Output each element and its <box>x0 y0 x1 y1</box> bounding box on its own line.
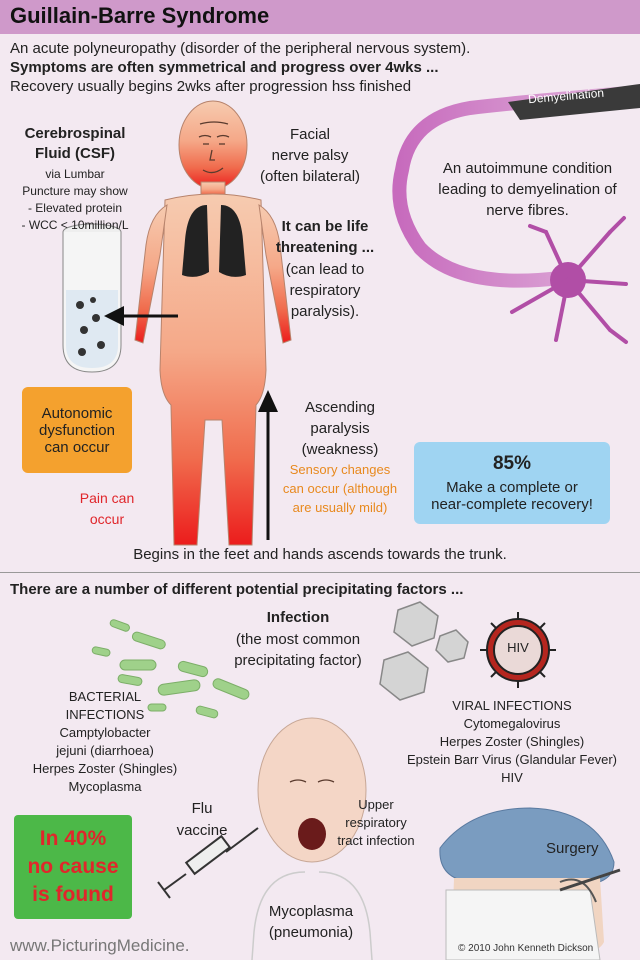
hiv-virus <box>480 612 556 688</box>
mycoplasma-line-1: Mycoplasma <box>268 903 354 920</box>
infection-line-3: precipitating factor) <box>234 652 362 669</box>
viral-item: Cytomegalovirus <box>463 716 561 731</box>
csf-line-2: Puncture may show <box>22 184 128 198</box>
bacterial-item: Herpes Zoster (Shingles) <box>32 761 178 776</box>
nerve-fibre <box>392 84 640 288</box>
bacteria <box>91 619 250 719</box>
threat-line-5: paralysis). <box>290 303 360 320</box>
csf-line-3: - Elevated protein <box>27 201 123 215</box>
facial-line-3: (often bilateral) <box>259 168 361 185</box>
threat-line-3: (can lead to <box>285 261 365 278</box>
footer-copyright: © 2010 John Kenneth Dickson <box>458 943 594 954</box>
recovery-box: 85% Make a complete or near-complete rec… <box>414 442 610 524</box>
bacterial-item: jejuni (diarrhoea) <box>56 743 154 758</box>
ascending-line-2: paralysis <box>310 420 370 437</box>
sensory-line-2: can occur (although <box>282 481 398 496</box>
intro-line-3: Recovery usually begins 2wks after progr… <box>10 78 412 95</box>
viral-item: Epstein Barr Virus (Glandular Fever) <box>406 752 617 767</box>
intro-line-2: Symptoms are often symmetrical and progr… <box>10 59 439 76</box>
face-features <box>198 121 230 174</box>
autonomic-line-2: dysfunction <box>39 421 115 439</box>
pain-line-2: occur <box>89 511 125 527</box>
page-title: Guillain-Barre Syndrome <box>10 3 270 28</box>
lower-illustration <box>91 601 621 960</box>
infection-line-1: Infection <box>266 609 330 626</box>
lungs-outline <box>251 871 373 960</box>
syringe <box>157 827 259 899</box>
arrow-up <box>258 390 278 540</box>
intro-line-1: An acute polyneuropathy (disorder of the… <box>10 40 471 57</box>
csf-line-1: via Lumbar <box>45 167 105 181</box>
viral-item: VIRAL INFECTIONS <box>452 698 572 713</box>
no-cause-line-1: In 40% <box>39 827 107 850</box>
facial-line-2: nerve palsy <box>271 147 349 164</box>
begins-text: Begins in the feet and hands ascends tow… <box>133 546 507 563</box>
csf-test-tube <box>62 223 122 373</box>
section-divider <box>0 572 640 573</box>
no-cause-line-3: is found <box>32 883 114 906</box>
threat-line-2: threatening ... <box>275 239 375 256</box>
patient-head <box>257 717 367 863</box>
facial-line-1: Facial <box>289 126 330 143</box>
autonomic-line-1: Autonomic <box>41 404 113 422</box>
viral-item: HIV <box>501 770 523 785</box>
autoimmune-line-2: leading to demyelination of <box>438 181 617 198</box>
surgeon <box>439 807 621 960</box>
threat-line-1: It can be life <box>281 218 369 235</box>
viral-item: Herpes Zoster (Shingles) <box>439 734 585 749</box>
footer-website: www.PicturingMedicine. <box>10 936 190 955</box>
pain-line-1: Pain can <box>79 490 135 506</box>
bacterial-item: INFECTIONS <box>65 707 145 722</box>
neuron <box>510 216 628 344</box>
sensory-line-1: Sensory changes <box>289 462 391 477</box>
upper-line-3: tract infection <box>337 833 415 848</box>
flu-line-2: vaccine <box>176 822 228 839</box>
infection-line-2: (the most common <box>235 631 361 648</box>
autoimmune-line-3: nerve fibres. <box>486 202 569 219</box>
upper-line-2: respiratory <box>345 815 407 830</box>
ascending-line-1: Ascending <box>304 399 376 416</box>
autonomic-box: Autonomic dysfunction can occur <box>22 387 132 473</box>
hiv-label: HIV <box>507 640 529 655</box>
autoimmune-line-1: An autoimmune condition <box>442 160 613 177</box>
surgery-label: Surgery <box>546 840 599 857</box>
viral-list: VIRAL INFECTIONS Cytomegalovirus Herpes … <box>384 697 640 787</box>
ascending-line-3: (weakness) <box>301 441 379 458</box>
bacterial-list: BACTERIAL INFECTIONS Camptylobacter jeju… <box>0 688 210 796</box>
csf-line-4: - WCC < 10million/L <box>21 218 129 232</box>
viruses <box>379 601 469 701</box>
human-figure <box>134 100 292 546</box>
mycoplasma-line-2: (pneumonia) <box>268 924 354 941</box>
bacterial-item: BACTERIAL <box>68 689 142 704</box>
bacterial-item: Mycoplasma <box>68 779 142 794</box>
recovery-line-1: Make a complete or <box>446 479 578 496</box>
upper-illustration <box>62 84 640 546</box>
title-bar <box>0 0 640 34</box>
arrow-left <box>104 306 178 326</box>
bacterial-item: Camptylobacter <box>59 725 151 740</box>
factors-heading: There are a number of different potentia… <box>10 581 464 598</box>
sensory-line-3: are usually mild) <box>292 500 388 515</box>
no-cause-box: In 40% no cause is found <box>14 815 132 919</box>
csf-heading-2: Fluid (CSF) <box>35 145 115 162</box>
autonomic-line-3: can occur <box>44 438 110 456</box>
recovery-percent: 85% <box>492 453 532 474</box>
recovery-line-2: near-complete recovery! <box>431 496 593 513</box>
upper-line-1: Upper <box>358 797 394 812</box>
csf-heading-1: Cerebrospinal <box>24 125 126 142</box>
flu-line-1: Flu <box>191 800 213 817</box>
lungs <box>182 205 246 277</box>
no-cause-line-2: no cause <box>27 855 119 878</box>
threat-line-4: respiratory <box>289 282 361 299</box>
